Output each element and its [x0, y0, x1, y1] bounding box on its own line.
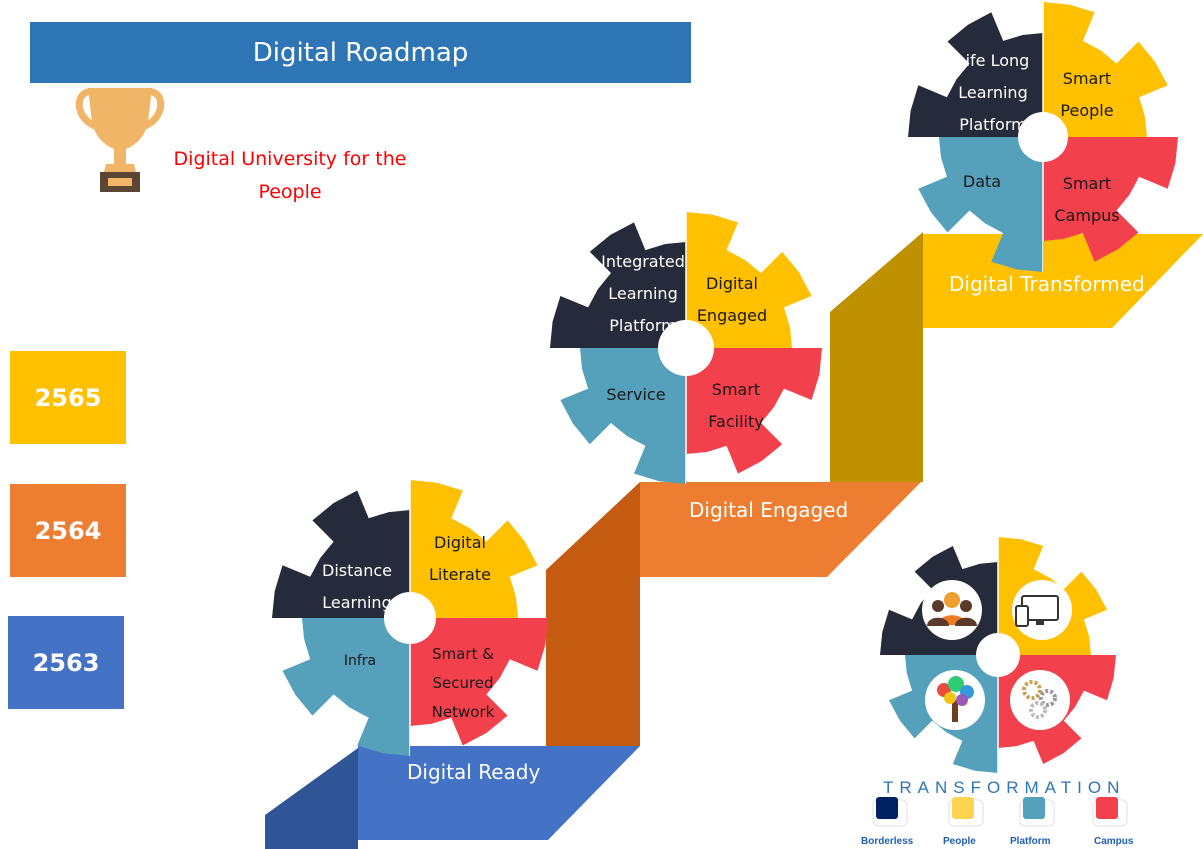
gear-engaged-top-left: Integrated Learning Platform — [598, 246, 688, 342]
riser-engaged-transformed — [830, 232, 923, 482]
segment-text: Digital — [706, 274, 758, 293]
year-box-2563: 2563 — [8, 616, 124, 709]
gear-segment-bottom-left — [550, 348, 686, 484]
step-ready-side — [265, 748, 358, 849]
segment-text: Secured — [432, 674, 494, 692]
segment-text: Integrated — [601, 252, 685, 271]
segment-text: Smart — [711, 380, 761, 399]
gear-hub — [384, 592, 436, 644]
year-label: 2564 — [34, 516, 102, 545]
segment-text: Network — [431, 703, 495, 721]
segment-text: Literate — [429, 565, 491, 584]
legend-swatch-platform — [1023, 797, 1045, 819]
trophy-icon — [70, 82, 170, 201]
segment-text: People — [1060, 101, 1114, 120]
segment-text: Life Long — [956, 51, 1030, 70]
gear-ready-top-left: Distance Learning — [316, 555, 398, 619]
segment-text: Platform — [609, 316, 677, 335]
step-ready-platform — [358, 746, 640, 840]
segment-text: Distance — [322, 561, 392, 580]
vision-line-2: People — [258, 181, 322, 203]
legend-label-borderless: Borderless — [861, 836, 914, 847]
segment-text: Smart — [1062, 69, 1112, 88]
segment-text: Service — [606, 385, 666, 404]
year-box-2565: 2565 — [10, 351, 126, 444]
vision-line-1: Digital University for the — [173, 148, 407, 170]
segment-text: Data — [962, 172, 1002, 191]
gears-icon — [1010, 670, 1070, 730]
stage-label-engaged: Digital Engaged — [689, 498, 849, 522]
gear-ready-top-right: Digital Literate — [420, 527, 500, 591]
segment-text: Learning — [322, 593, 392, 612]
gear-transformed-bottom-right: Smart Campus — [1052, 168, 1122, 232]
legend-label-platform: Platform — [1010, 836, 1051, 847]
segment-text: Learning — [958, 83, 1028, 102]
year-label: 2563 — [32, 648, 100, 677]
gear-transformation — [880, 537, 1116, 773]
segment-text: Digital — [434, 533, 486, 552]
gear-hub — [1018, 112, 1068, 162]
vision-statement: Digital University for the People — [170, 143, 410, 209]
year-box-2564: 2564 — [10, 484, 126, 577]
stage-label-transformed: Digital Transformed — [949, 272, 1145, 296]
legend-swatch-borderless — [876, 797, 898, 819]
gear-engaged-bottom-right: Smart Facility — [696, 374, 776, 438]
step-engaged-platform — [640, 482, 921, 577]
year-label: 2565 — [34, 383, 102, 412]
people-icon — [922, 580, 982, 640]
segment-text: Engaged — [696, 306, 768, 325]
legend-label-campus: Campus — [1094, 836, 1134, 847]
segment-text: Smart & — [432, 645, 494, 663]
tree-icon — [925, 670, 985, 730]
roadmap-title: Digital Roadmap — [252, 37, 469, 68]
segment-text: Infra — [343, 653, 377, 669]
step-transformed-platform — [923, 234, 1203, 328]
gear-ready-bottom-right: Smart & Secured Network — [422, 640, 504, 727]
segment-text: Smart — [1062, 174, 1112, 193]
transformation-title: TRANSFORMATION — [883, 778, 1126, 797]
gear-transformed-bottom-left: Data — [952, 166, 1012, 198]
segment-text: Facility — [708, 412, 764, 431]
riser-ready-engaged — [546, 482, 640, 746]
gear-transformed-top-left: Life Long Learning Platform — [952, 45, 1034, 141]
segment-text: Campus — [1054, 206, 1120, 225]
devices-icon — [1012, 580, 1072, 640]
legend-swatch-campus — [1096, 797, 1118, 819]
gear-hub — [976, 633, 1020, 677]
gear-transformed-top-right: Smart People — [1052, 63, 1122, 127]
gear-ready-bottom-left: Infra — [330, 645, 390, 677]
gear-engaged-bottom-left: Service — [598, 379, 674, 411]
legend-label-people: People — [943, 836, 976, 847]
legend-swatch-people — [952, 797, 974, 819]
segment-text: Learning — [608, 284, 678, 303]
gear-segment-bottom-left — [272, 618, 410, 756]
gear-engaged-top-right: Digital Engaged — [692, 268, 772, 332]
gear-hub — [658, 320, 714, 376]
stage-label-ready: Digital Ready — [407, 760, 541, 784]
roadmap-title-banner: Digital Roadmap — [30, 22, 691, 83]
segment-text: Platform — [959, 115, 1027, 134]
gear-ready — [272, 480, 548, 756]
gear-transformed — [908, 2, 1178, 272]
